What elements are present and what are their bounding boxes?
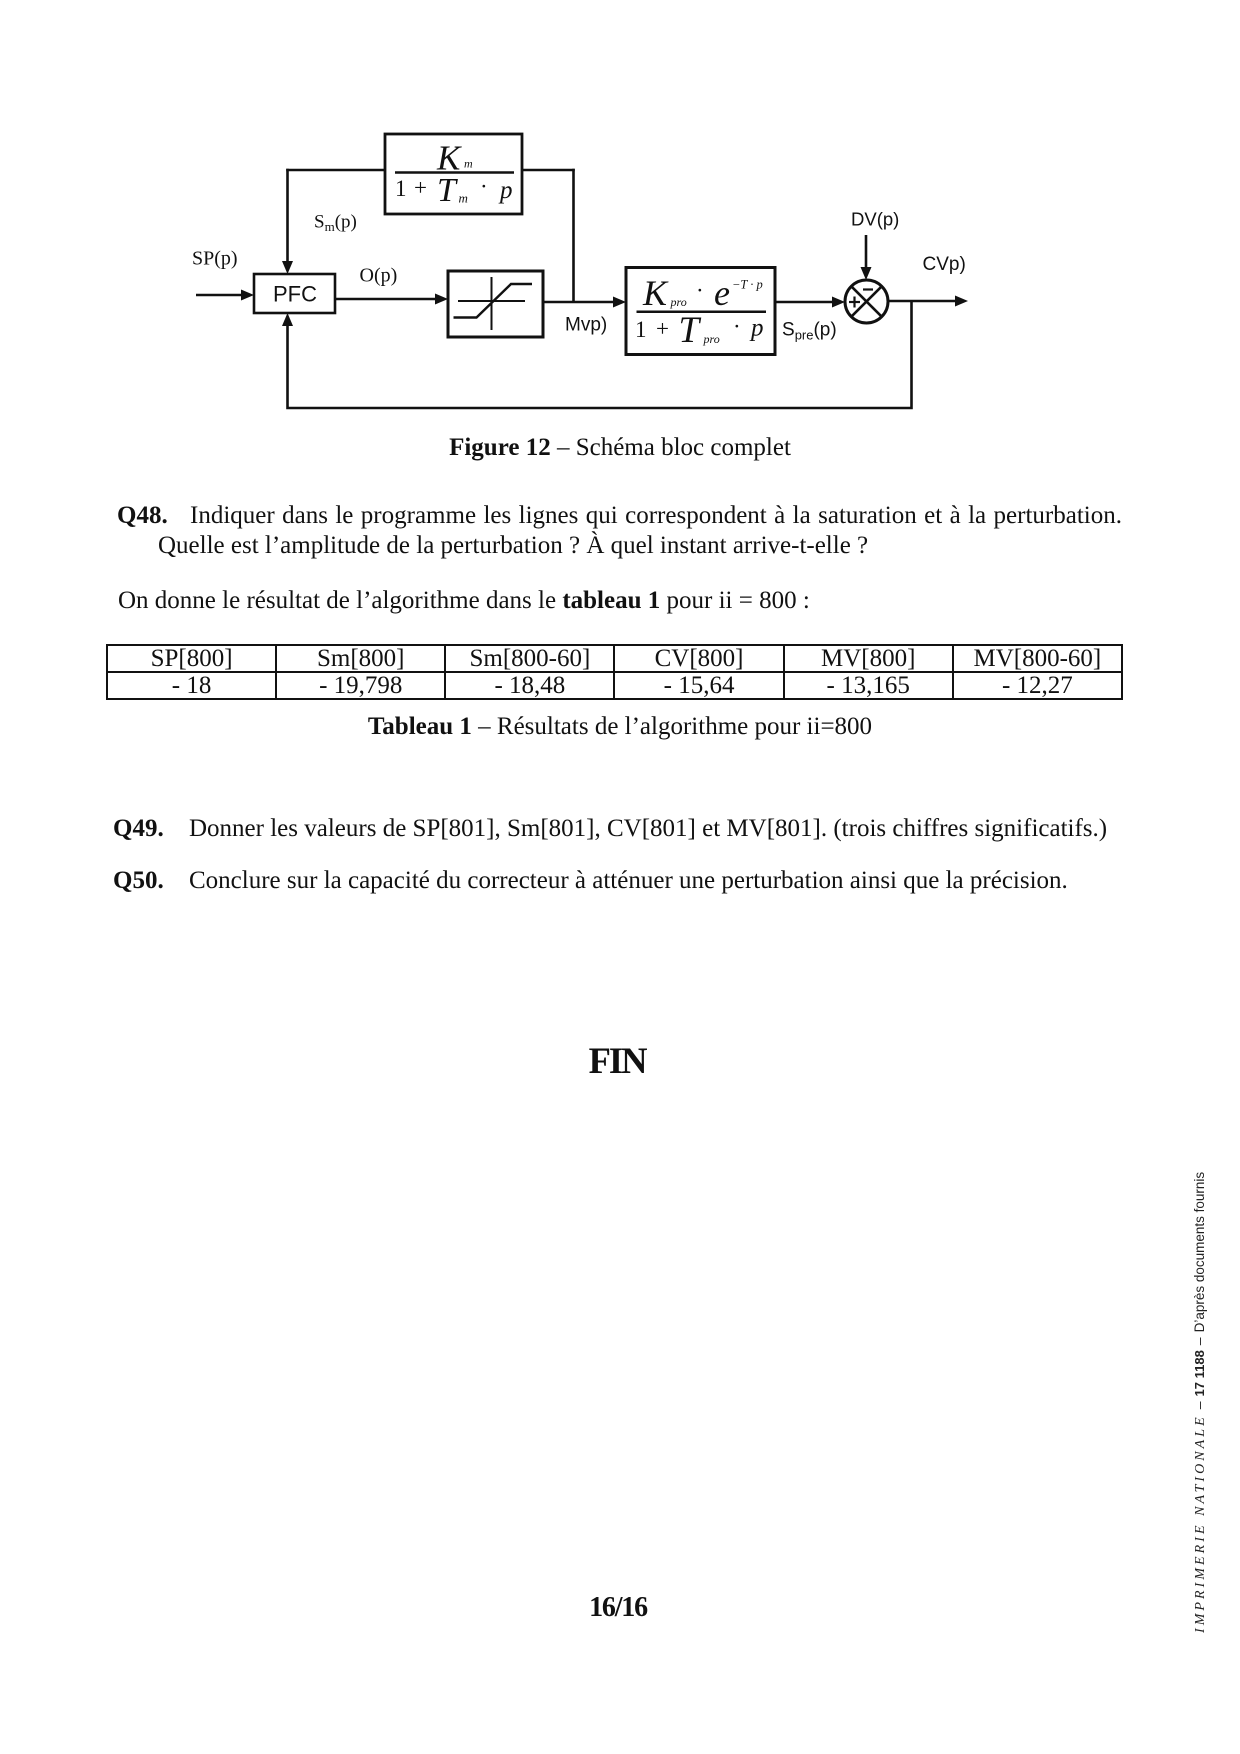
svg-text:m: m xyxy=(464,157,473,171)
svg-text:·: · xyxy=(696,278,704,303)
svg-text:SP(p): SP(p) xyxy=(192,248,238,270)
svg-text:O(p): O(p) xyxy=(360,265,398,287)
svg-text:·: · xyxy=(733,314,741,339)
svg-text:T: T xyxy=(437,172,458,209)
svg-text:Spre(p): Spre(p) xyxy=(782,320,837,343)
svg-text:T: T xyxy=(679,310,702,351)
svg-text:CVp): CVp) xyxy=(923,254,966,275)
svg-text:Sm(p): Sm(p) xyxy=(314,212,357,235)
svg-text:−T · p: −T · p xyxy=(732,278,763,292)
svg-text:m: m xyxy=(459,191,468,206)
svg-text:K: K xyxy=(642,273,669,313)
svg-text:p: p xyxy=(498,177,513,204)
svg-text:pro: pro xyxy=(703,332,720,346)
svg-text:1: 1 xyxy=(635,317,647,342)
svg-text:K: K xyxy=(436,139,462,178)
svg-text:PFC: PFC xyxy=(273,282,317,307)
svg-text:pro: pro xyxy=(670,295,687,309)
svg-text:Mvp): Mvp) xyxy=(565,315,607,336)
svg-text:p: p xyxy=(749,315,764,342)
svg-text:DV(p): DV(p) xyxy=(851,209,899,230)
svg-text:·: · xyxy=(480,174,488,199)
svg-text:+: + xyxy=(656,316,669,341)
svg-text:+: + xyxy=(414,175,427,200)
svg-text:1: 1 xyxy=(395,176,407,201)
svg-text:e: e xyxy=(714,273,730,313)
